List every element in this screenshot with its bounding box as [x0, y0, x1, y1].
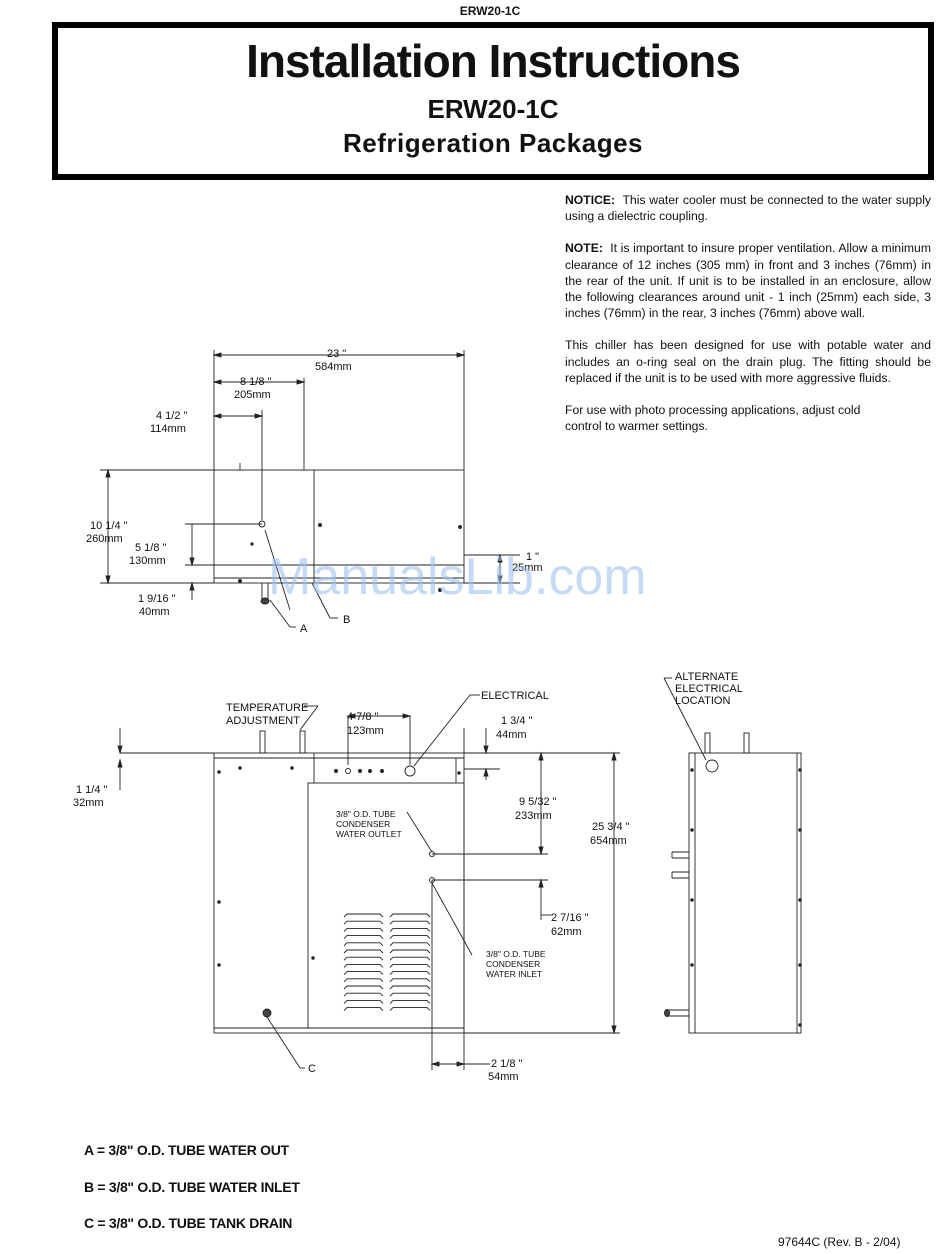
dim-8-mm: 205mm — [234, 389, 271, 401]
dim-114-inch: 1 1/4 " — [76, 784, 108, 796]
dim-1-mm: 25mm — [512, 562, 543, 574]
louver-slat — [389, 935, 431, 939]
dim-9532-inch: 9 5/32 " — [519, 796, 557, 808]
louver-slat — [389, 942, 431, 947]
callout-a: A — [300, 623, 308, 635]
dim-2716-inch: 2 7/16 " — [551, 912, 589, 924]
louver-slat — [389, 927, 431, 932]
louver-slat — [343, 949, 384, 954]
legend-item-a: A = 3/8" O.D. TUBE WATER OUT — [84, 1142, 289, 1158]
louver-slat — [389, 999, 431, 1004]
side-view-body — [688, 752, 802, 1034]
dim-5-inch: 5 1/8 " — [135, 542, 167, 554]
note-paragraph: NOTE: It is important to insure proper v… — [565, 240, 931, 321]
notice-label: NOTICE: — [565, 193, 616, 207]
callout-c: C — [308, 1063, 316, 1075]
louver-slat — [389, 949, 431, 954]
legend-item-c: C = 3/8" O.D. TUBE TANK DRAIN — [84, 1215, 293, 1231]
title-box: Installation Instructions ERW20-1C Refri… — [52, 22, 934, 180]
alternate-electrical-label-3: LOCATION — [675, 695, 730, 707]
drawing-labels: 23 " 584mm 8 1/8 " 205mm 4 1/2 " 114mm 1… — [73, 348, 743, 1083]
dim-4-inch: 4 1/2 " — [156, 410, 188, 422]
dim-218-inch: 2 1/8 " — [491, 1058, 523, 1070]
dim-134-mm: 44mm — [496, 729, 527, 741]
dim-10-mm: 260mm — [86, 533, 123, 545]
condenser-inlet-label-2: CONDENSER — [486, 959, 540, 969]
louver-slat — [389, 1007, 431, 1011]
dim-2534-inch: 25 3/4 " — [592, 821, 630, 833]
notes-section: NOTICE: This water cooler must be connec… — [565, 192, 931, 450]
louver-slat — [389, 963, 431, 968]
side-view-drawing — [663, 677, 802, 1034]
top-view-body — [213, 469, 465, 584]
callout-b: B — [343, 614, 350, 626]
louver-slat — [343, 985, 384, 990]
potable-paragraph: This chiller has been designed for use w… — [565, 338, 931, 385]
legend-item-b: B = 3/8" O.D. TUBE WATER INLET — [84, 1179, 300, 1195]
louver-slat — [389, 971, 431, 975]
louver-slat — [343, 978, 384, 983]
electrical-label: ELECTRICAL — [481, 690, 549, 702]
louver-slat — [343, 935, 384, 939]
louver-slat — [389, 978, 431, 983]
alternate-electrical-label-2: ELECTRICAL — [675, 683, 743, 695]
dim-5-mm: 130mm — [129, 555, 166, 567]
condenser-inlet-label-3: WATER INLET — [486, 969, 542, 979]
louver-slat — [389, 920, 431, 925]
louver-slat — [389, 992, 431, 997]
dim-8-inch: 8 1/8 " — [240, 376, 272, 388]
condenser-outlet-label-2: CONDENSER — [336, 819, 390, 829]
notice-paragraph: NOTICE: This water cooler must be connec… — [565, 192, 931, 224]
dim-23-mm: 584mm — [315, 361, 352, 373]
dim-2534-mm: 654mm — [590, 835, 627, 847]
louver-slat — [389, 985, 431, 990]
alternate-electrical-label-1: ALTERNATE — [675, 671, 738, 683]
louver-slat — [389, 956, 431, 961]
condenser-inlet-label-1: 3/8" O.D. TUBE — [486, 949, 546, 959]
dim-218-mm: 54mm — [488, 1071, 519, 1083]
louver-slat — [343, 942, 384, 947]
condenser-outlet-label-1: 3/8" O.D. TUBE — [336, 809, 396, 819]
document-code: ERW20-1C — [459, 4, 521, 18]
front-view-body — [213, 752, 465, 1034]
dim-1-inch: 1 " — [526, 551, 539, 563]
notice-text: This water cooler must be connected to t… — [565, 193, 931, 224]
revision-number: 97644C (Rev. B - 2/04) — [778, 1235, 901, 1249]
louver-slat — [343, 971, 384, 975]
louver-slat — [343, 999, 384, 1004]
condenser-outlet-label-3: WATER OUTLET — [336, 829, 402, 839]
louver-slat — [343, 920, 384, 925]
model-number: ERW20-1C — [427, 94, 559, 124]
louver-slat — [389, 913, 431, 918]
photo-paragraph: For use with photo processing applicatio… — [565, 403, 861, 434]
louver-slat — [343, 992, 384, 997]
dim-2716-mm: 62mm — [551, 926, 582, 938]
dim-4-mm: 114mm — [150, 423, 186, 435]
dim-1916-inch: 1 9/16 " — [138, 593, 176, 605]
louver-slat — [343, 1007, 384, 1011]
louver-slat — [343, 927, 384, 932]
note-text: It is important to insure proper ventila… — [565, 241, 931, 321]
dim-1916-mm: 40mm — [139, 606, 170, 618]
dim-478-inch: 4 7/8 " — [347, 711, 379, 723]
temperature-adjustment-label-1: TEMPERATURE — [226, 702, 308, 714]
front-view-drawing — [117, 694, 620, 1070]
louver-slat — [343, 963, 384, 968]
dim-134-inch: 1 3/4 " — [501, 715, 533, 727]
louver-slat — [343, 956, 384, 961]
top-view-drawing — [100, 350, 520, 628]
louver-slat — [343, 913, 384, 918]
watermark: ManualsLib.com — [268, 548, 647, 606]
page-title: Installation Instructions — [246, 35, 741, 87]
dim-478-mm: 123mm — [347, 725, 384, 737]
condenser-louvers — [343, 913, 431, 1011]
dim-23-inch: 23 " — [327, 348, 346, 360]
dim-114-mm: 32mm — [73, 797, 104, 809]
dim-10-inch: 10 1/4 " — [90, 520, 128, 532]
page-subtitle: Refrigeration Packages — [342, 128, 643, 158]
note-label: NOTE: — [565, 241, 603, 256]
dim-9532-mm: 233mm — [515, 810, 552, 822]
temperature-adjustment-label-2: ADJUSTMENT — [226, 715, 300, 727]
